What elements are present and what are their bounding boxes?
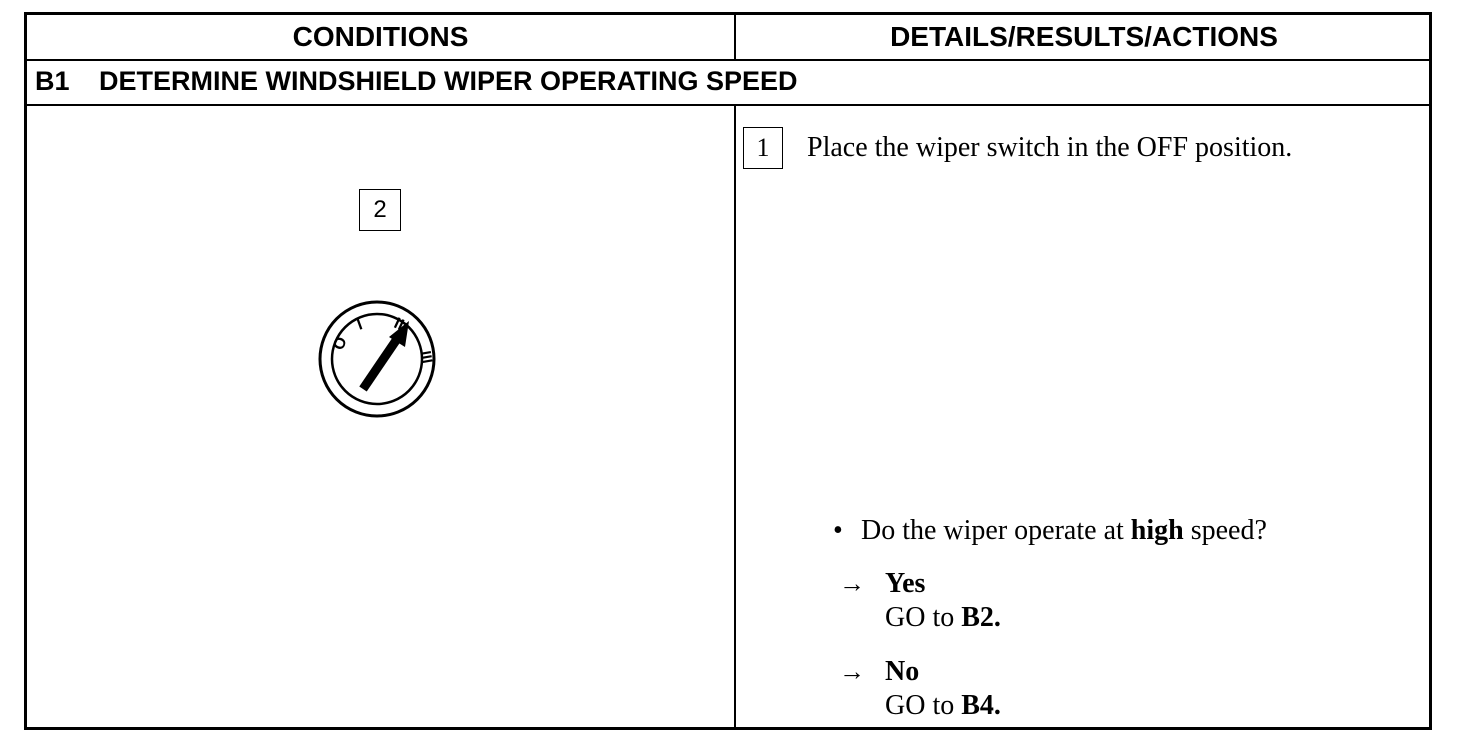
question-suffix: speed? (1183, 515, 1267, 546)
bullet-dot: • (833, 515, 843, 546)
go-target: B4. (961, 690, 1001, 721)
right-arrow-icon: → (839, 569, 865, 598)
step-code: B1 (35, 66, 70, 96)
branch-answer: No (885, 656, 920, 687)
branch-action: GO to B4. (839, 689, 1001, 723)
right-arrow-icon: → (839, 657, 865, 686)
header-divider (734, 15, 736, 59)
question-emphasis: high (1130, 515, 1184, 546)
branch-action: GO to B2. (839, 601, 1001, 635)
wiper-switch-knob-icon: O I II III (318, 300, 436, 418)
dial-pointer (359, 336, 401, 392)
go-to-text: GO to (885, 602, 962, 633)
step-title: B1 DETERMINE WINDSHIELD WIPER OPERATING S… (35, 59, 798, 103)
title-rule (27, 104, 1429, 106)
instruction-text: Place the wiper switch in the OFF positi… (807, 132, 1293, 163)
dial-label-off: O (330, 335, 350, 353)
go-to-text: GO to (885, 690, 962, 721)
conditions-header: CONDITIONS (292, 21, 469, 52)
question-prefix: Do the wiper operate at (861, 515, 1131, 546)
step-title-text: DETERMINE WINDSHIELD WIPER OPERATING SPE… (99, 66, 798, 96)
dial-label-high: III (416, 349, 435, 364)
figure-number-box: 2 (359, 189, 401, 231)
dial-label-low: I (355, 316, 365, 333)
branch-answer: Yes (885, 568, 926, 599)
dial-pointer-tip (389, 321, 409, 347)
diagnostic-table: CONDITIONS DETAILS/RESULTS/ACTIONS B1 DET… (24, 12, 1432, 730)
step-number-box: 1 (743, 127, 783, 169)
question-item: • Do the wiper operate at high speed? (833, 513, 1267, 549)
branch-yes: → Yes GO to B2. (839, 567, 1001, 635)
branch-no: → No GO to B4. (839, 655, 1001, 723)
details-header: DETAILS/RESULTS/ACTIONS (890, 21, 1278, 52)
body-divider (734, 106, 736, 730)
header-rule (27, 59, 1429, 61)
go-target: B2. (961, 602, 1001, 633)
